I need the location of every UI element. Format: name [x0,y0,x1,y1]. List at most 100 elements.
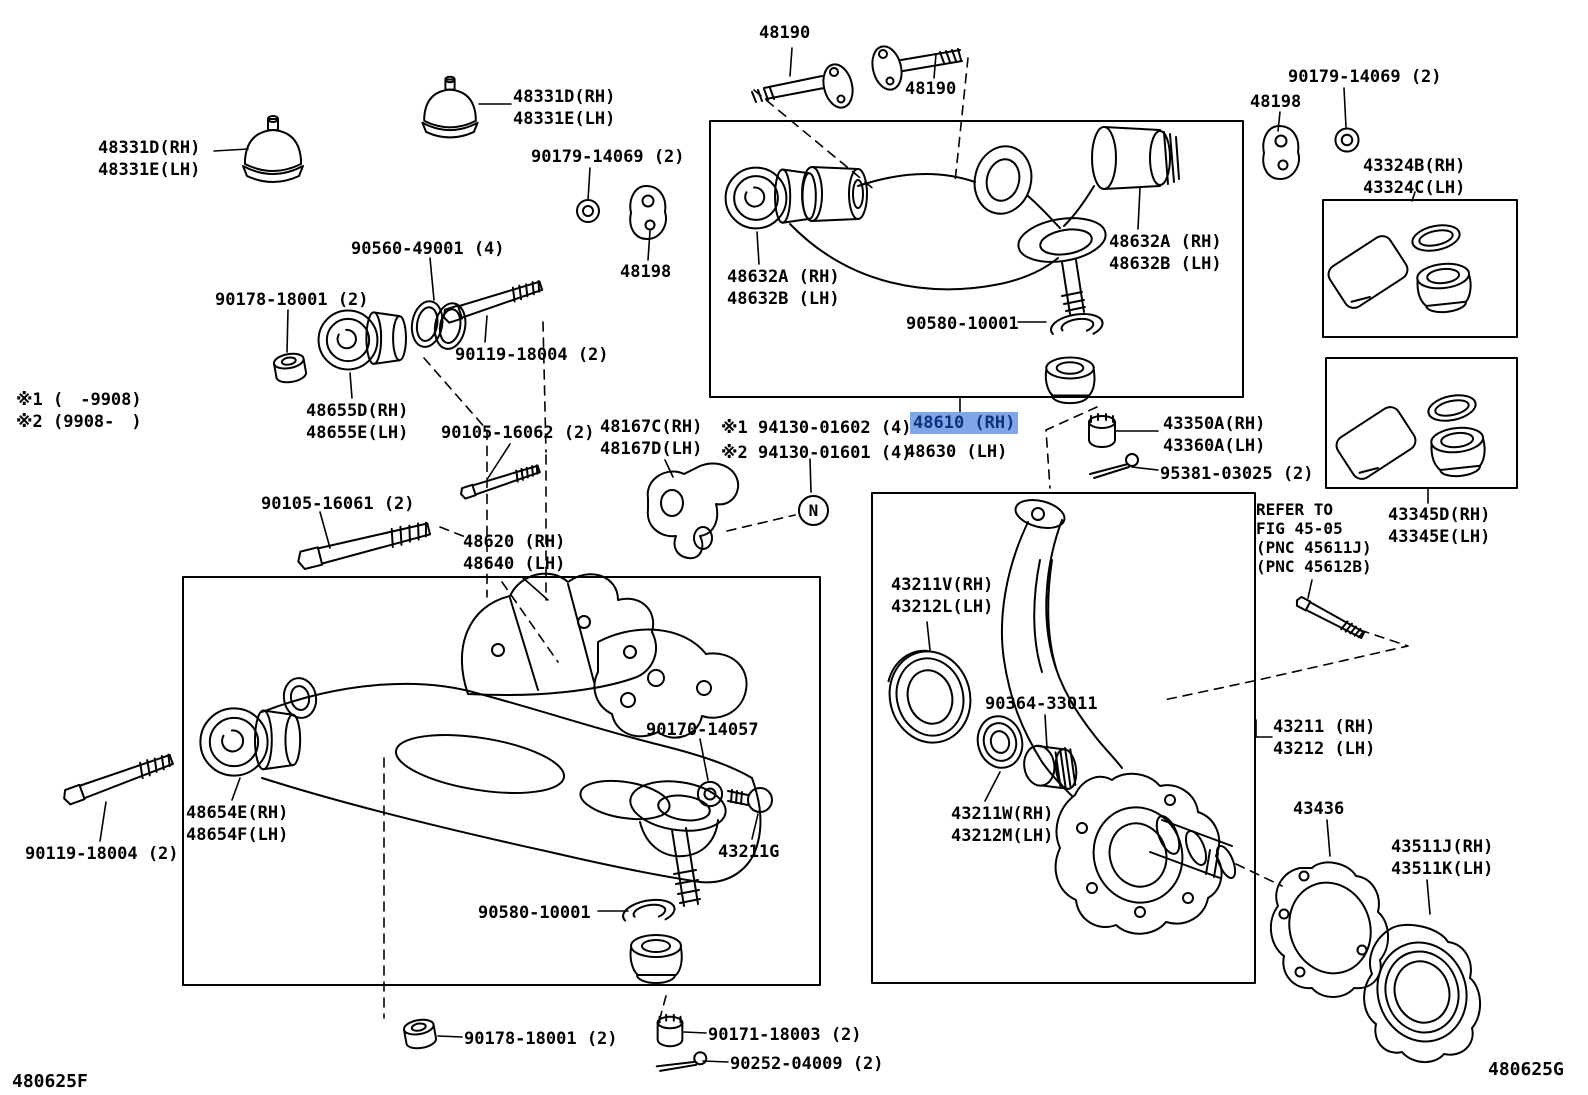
label-line: 90580-10001 [906,314,1019,334]
figure-code-left: 480625F [12,1071,88,1093]
part-nut-90178-bottom [401,1016,439,1052]
label-line: 48331E(LH) [98,160,201,180]
part-label-43211W: 43211W(RH)43212M(LH) [951,803,1053,847]
label-line: 43360A(LH) [1163,436,1266,456]
figure-code-right: 480625G [1488,1059,1564,1081]
label-line: 48632B (LH) [1109,254,1222,274]
part-label-43345: 43345D(RH)43345E(LH) [1388,504,1490,548]
part-nut-90178-top [271,350,309,386]
label-line: ※1 94130-01602 (4) [721,418,912,438]
part-label-48167: 48167C(RH)48167D(LH) [600,416,702,460]
highlighted-part-number[interactable]: 48610 (RH) [910,412,1019,434]
part-label-48620: 48620 (RH)48640 (LH) [463,531,565,575]
part-rings-90560 [408,297,469,353]
part-kit-43324 [1325,221,1474,314]
label-line: 90560-49001 (4) [351,239,505,259]
part-label-48198-right: 48198 [1250,91,1301,113]
part-label-90119-bottom: 90119-18004 (2) [25,843,179,865]
part-bolt-90119-bottom [60,751,175,807]
label-line: 90178-18001 (2) [215,290,369,310]
label-line: 43212 (LH) [1273,739,1376,759]
part-label-48190-a: 48190 [759,22,810,44]
part-upper-control-arm [724,127,1179,314]
part-label-90171: 90171-18003 (2) [708,1024,862,1046]
label-line: 43211W(RH) [951,804,1054,824]
part-label-90364: 90364-33011 [985,693,1098,715]
part-castle-nut-43350 [1088,413,1116,448]
part-kit-43345 [1333,391,1488,482]
part-bolt-43211G [728,788,772,812]
label-line: ※1 ( -9908) [16,390,142,410]
part-label-48331-left: 48331D(RH)48331E(LH) [98,137,200,181]
part-seal-90580-bottom [620,895,678,928]
note-94130-2: ※2 94130-01601 (4) [721,442,912,464]
label-line: 90179-14069 (2) [531,147,685,167]
part-seal-43511 [1364,925,1480,1062]
part-bolt-refer [1294,595,1366,641]
label-line: 48331D(RH) [98,138,201,158]
part-label-48630: 48630 (LH) [905,441,1007,463]
label-line: 43212M(LH) [951,826,1054,846]
part-label-90580-top: 90580-10001 [906,313,1019,335]
label-line: (PNC 45612B) [1256,557,1372,576]
part-cotter-pin-95381 [1089,453,1139,479]
part-nut-90179-right [1334,127,1360,153]
part-label-90580-bottom: 90580-10001 [478,902,591,924]
part-lower-control-arm [199,574,760,906]
part-label-48632-right: 48632A (RH)48632B (LH) [1109,231,1222,275]
label-line: 90170-14057 [646,720,759,740]
part-label-48198-mid: 48198 [620,261,671,283]
label-line: FIG 45-05 [1256,519,1343,538]
part-label-90178-bottom: 90178-18001 (2) [464,1028,618,1050]
label-line: 43211 (RH) [1273,717,1376,737]
label-line: 48167C(RH) [600,417,703,437]
n-symbol-marker: N [798,495,829,526]
part-label-43350: 43350A(RH)43360A(LH) [1163,413,1265,457]
label-line: 48632A (RH) [1109,232,1222,252]
part-label-90105-16061: 90105-16061 (2) [261,493,415,515]
label-line: 90364-33011 [985,694,1098,714]
label-line: 48331D(RH) [513,87,616,107]
part-label-48632-left: 48632A (RH)48632B (LH) [727,266,840,310]
label-line: 90580-10001 [478,903,591,923]
part-nut-90179-mid [576,199,600,223]
part-label-90170: 90170-14057 [646,719,759,741]
part-seal-90580-top [1048,309,1105,342]
part-bolt-90105-16061 [294,519,432,572]
part-label-48655: 48655D(RH)48655E(LH) [306,400,408,444]
label-line: 48632A (RH) [727,267,840,287]
part-label-90252: 90252-04009 (2) [730,1053,884,1075]
label-line: 43324B(RH) [1363,156,1466,176]
label-line: (PNC 45611J) [1256,538,1372,557]
label-line: 90171-18003 (2) [708,1025,862,1045]
leader-lines [100,48,1430,1062]
label-line: 90105-16061 (2) [261,494,415,514]
label-line: 43211V(RH) [891,575,994,595]
part-cup-lower [629,934,683,984]
label-line: 90178-18001 (2) [464,1029,618,1049]
label-line: 43350A(RH) [1163,414,1266,434]
label-line: REFER TO [1256,500,1334,519]
frame-boxes [183,121,1517,985]
part-label-43436: 43436 [1293,798,1344,820]
part-label-43211V: 43211V(RH)43212L(LH) [891,574,993,618]
part-cotter-pin-90252 [655,1045,709,1078]
part-label-48610-highlighted[interactable]: 48610 (RH) [910,412,1019,434]
part-label-43211: 43211 (RH)43212 (LH) [1273,716,1375,760]
label-line: 48640 (LH) [463,554,566,574]
label-line: 48331E(LH) [513,109,616,129]
part-label-90178-top: 90178-18001 (2) [215,289,369,311]
label-line: 43212L(LH) [891,597,994,617]
label-line: 43345D(RH) [1388,505,1491,525]
label-line: 48190 [905,79,957,99]
part-castle-nut-90171 [656,1013,684,1048]
part-label-90560: 90560-49001 (4) [351,238,505,260]
part-label-48331-top: 48331D(RH)48331E(LH) [513,86,615,130]
label-line: 43345E(LH) [1388,527,1491,547]
label-line: 48632B (LH) [727,289,840,309]
part-bolt-48190-b [868,43,962,92]
label-line: ※2 (9908- ) [16,412,142,432]
part-seal-43211W [972,711,1028,773]
